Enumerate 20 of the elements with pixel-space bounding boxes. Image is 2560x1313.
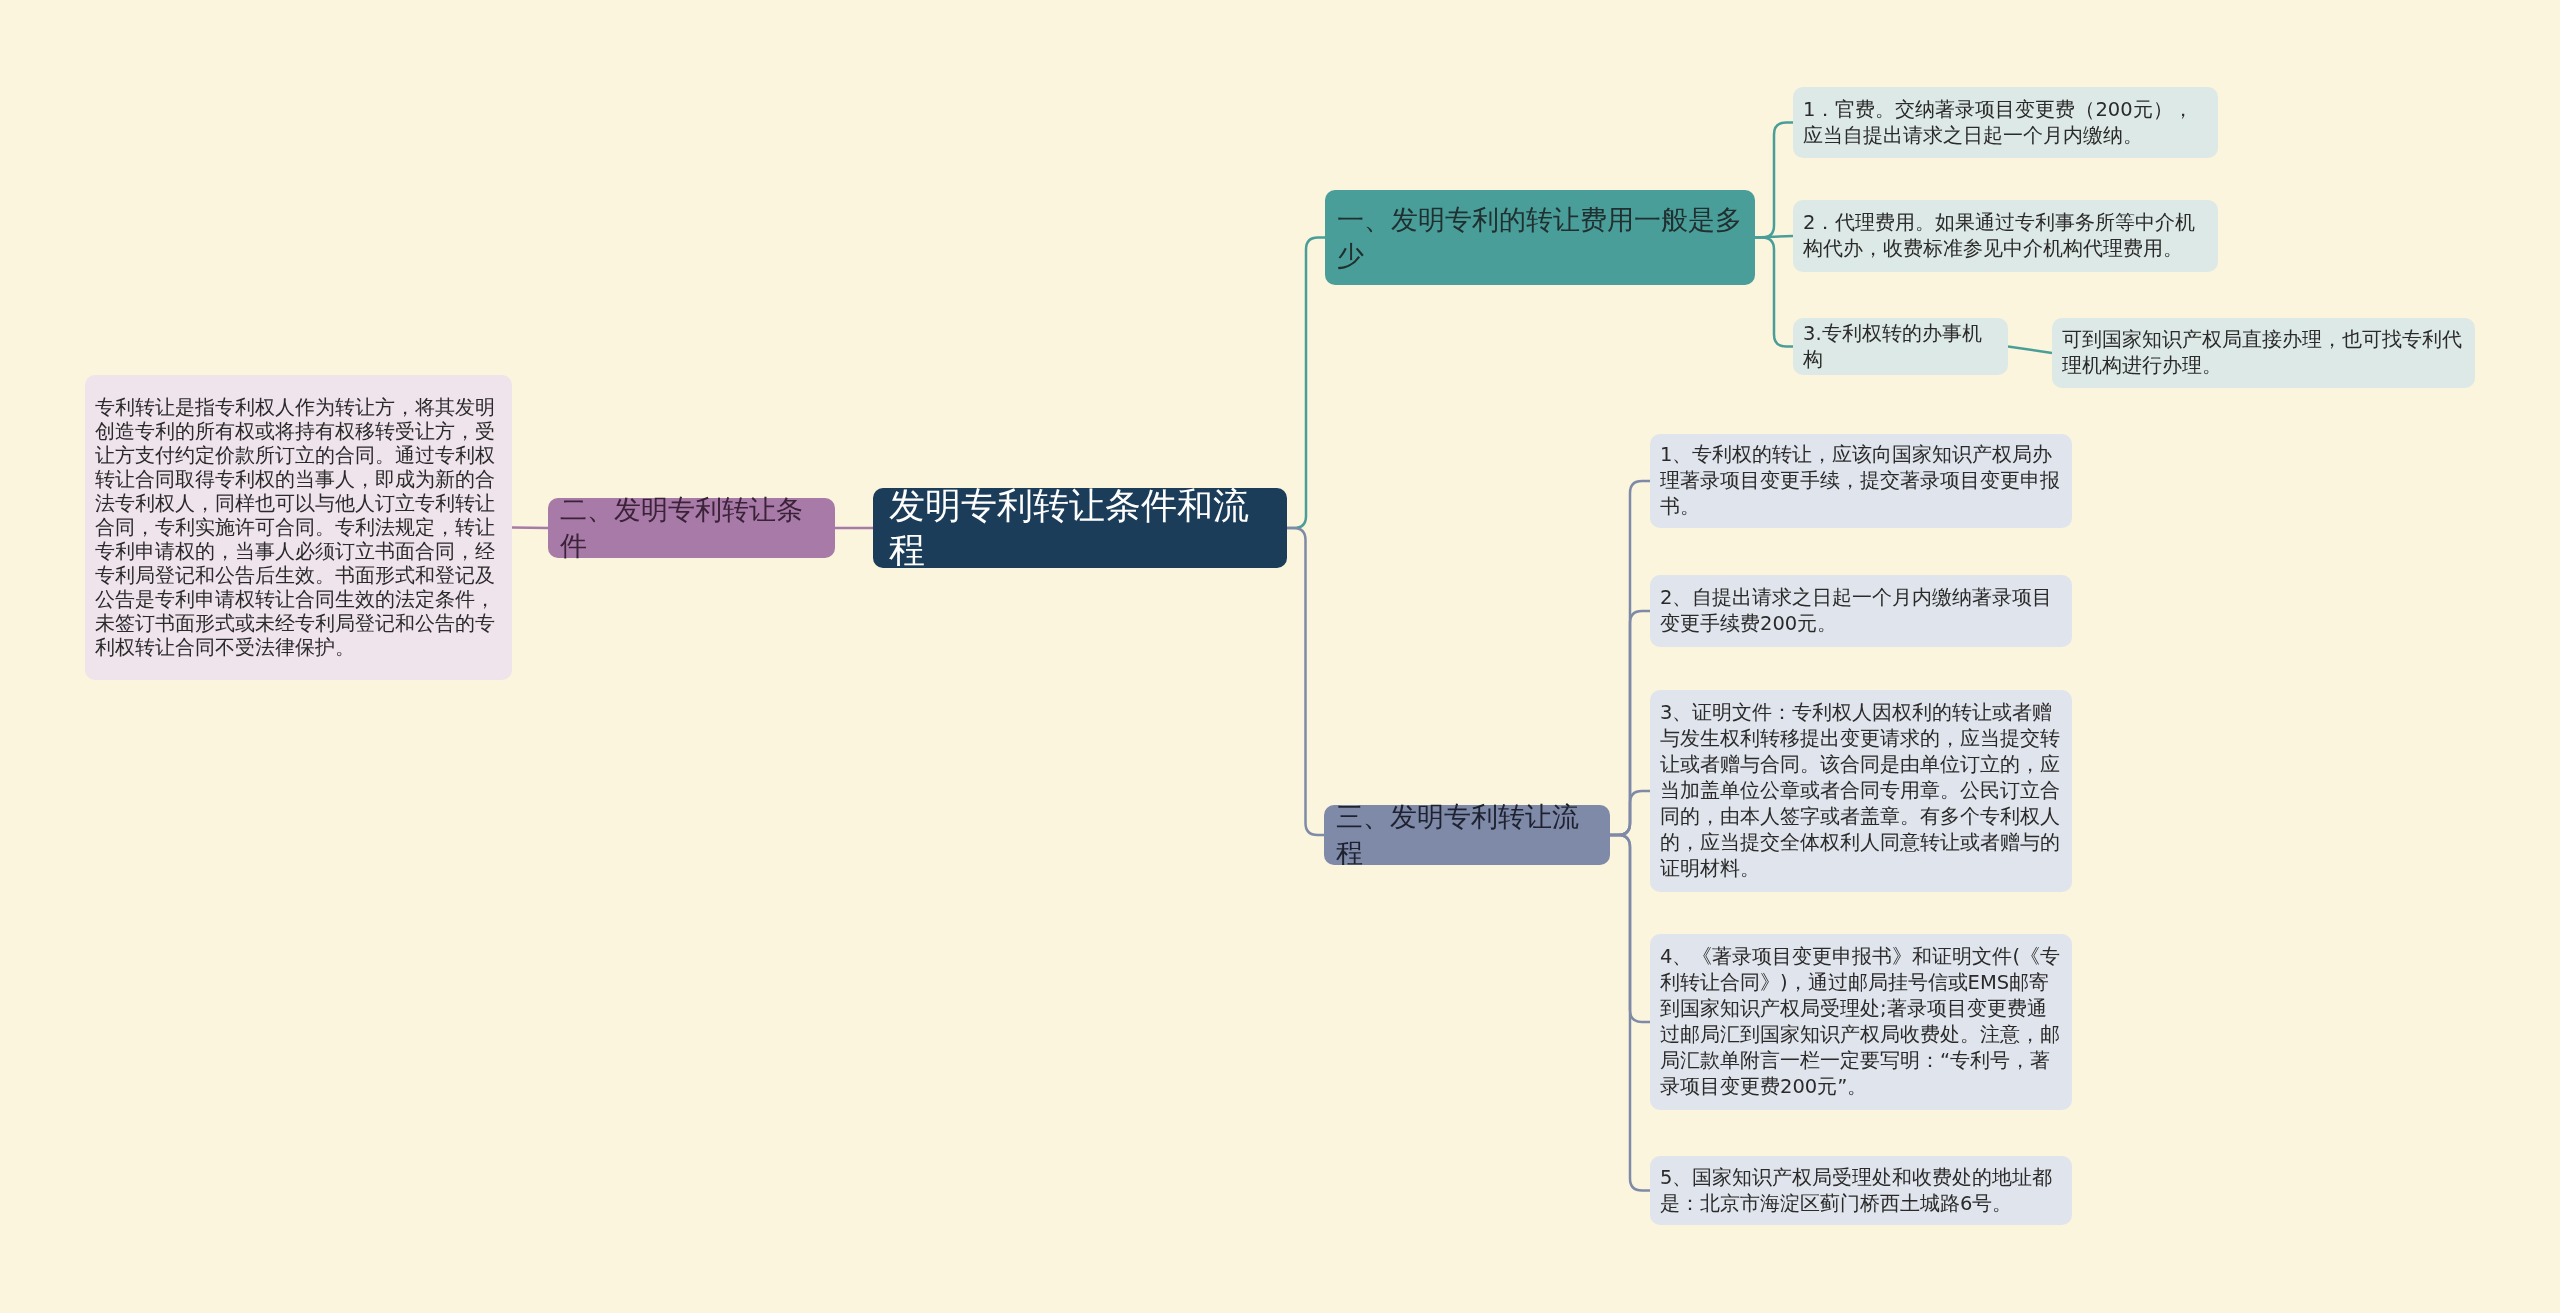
subtopic-box: 5、国家知识产权局受理处和收费处的地址都是：北京市海淀区蓟门桥西土城路6号。: [1650, 1156, 2072, 1225]
connector-line: [835, 526, 873, 530]
subtopic-box: 1、专利权的转让，应该向国家知识产权局办理著录项目变更手续，提交著录项目变更申报书。: [1650, 434, 2072, 528]
note-box: 专利转让是指专利权人作为转让方，将其发明创造专利的所有权或将持有权移转受让方，受让方支付约定价款所订立的合同。通过专利权转让合同取得专利权的当事人，即成为新的合法专利权人，同样也可以与他人订立专利转让合同，专利实施许可合同。专利法规定，转让专利申请权的，当事人必须订立书面合同，经专利局登记和公告后生效。书面形式和登记及公告是专利申请权转让合同生效的法定条件，未签订书面形式或未经专利局登记和公告的专利权转让合同不受法律保护。: [85, 375, 512, 680]
subtopic-box: 可到国家知识产权局直接办理，也可找专利代理机构进行办理。: [2052, 318, 2475, 388]
connector-line: [2007, 345, 2053, 355]
connector-line: [1755, 236, 1793, 348]
subtopic-box: 1．官费。交纳著录项目变更费（200元），应当自提出请求之日起一个月内缴纳。: [1793, 87, 2218, 158]
branch-topic-box: 三、发明专利转让流程: [1324, 805, 1610, 865]
branch-topic-box: 一、发明专利的转让费用一般是多少: [1325, 190, 1755, 285]
subtopic-box: 3.专利权转的办事机构: [1793, 318, 2008, 375]
central-topic-box: 发明专利转让条件和流程: [873, 488, 1287, 568]
subtopic-box: 2、自提出请求之日起一个月内缴纳著录项目变更手续费200元。: [1650, 575, 2072, 647]
connector-line: [1610, 833, 1650, 1192]
subtopic-box: 2．代理费用。如果通过专利事务所等中介机构代办，收费标准参见中介机构代理费用。: [1793, 200, 2218, 272]
subtopic-box: 3、证明文件：专利权人因权利的转让或者赠与发生权利转移提出变更请求的，应当提交转让或者赠与合同。该合同是由单位订立的，应当加盖单位公章或者合同专用章。公民订立合同的，由本人签字或者盖章。有多个专利权人的，应当提交全体权利人同意转让或者赠与的证明材料。: [1650, 690, 2072, 892]
connector-line: [512, 526, 548, 530]
connector-line: [1287, 526, 1324, 837]
branch-topic-box: 二、发明专利转让条件: [548, 498, 835, 558]
subtopic-box: 4、《著录项目变更申报书》和证明文件(《专利转让合同》)，通过邮局挂号信或EMS邮寄到国家知识产权局受理处;著录项目变更费通过邮局汇到国家知识产权局收费处。注意，邮局汇款单附言一栏一定要写明：“专利号，著录项目变更费200元”。: [1650, 934, 2072, 1110]
